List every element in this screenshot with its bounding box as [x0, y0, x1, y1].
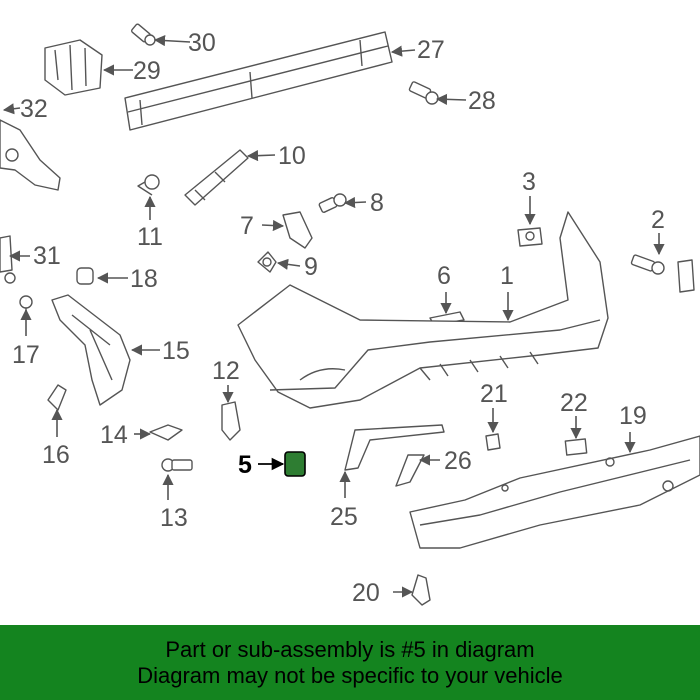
callout-29: 29: [133, 57, 161, 85]
part-14-clip: [149, 424, 183, 441]
callout-13: 13: [160, 504, 188, 532]
part-7-bracket: [282, 211, 313, 249]
callout-2: 2: [651, 206, 665, 234]
part-25-garnish: [344, 424, 445, 471]
part-16-clip: [47, 384, 67, 411]
part-10-retainer: [184, 149, 249, 206]
callout-5: 5: [238, 451, 252, 479]
callout-31: 31: [33, 242, 61, 270]
callout-26: 26: [444, 447, 472, 475]
part-19-diffuser: [409, 435, 700, 549]
part-28-bolt: [408, 81, 439, 105]
part-32-side-bracket: [0, 119, 61, 191]
callout-20: 20: [352, 579, 380, 607]
callout-6: 6: [437, 262, 451, 290]
callout-17: 17: [12, 341, 40, 369]
part-8-bolt: [318, 193, 347, 213]
callout-1: 1: [500, 262, 514, 290]
callout-30: 30: [188, 29, 216, 57]
callout-3: 3: [522, 168, 536, 196]
callout-28: 28: [468, 87, 496, 115]
part-20-clip: [411, 574, 431, 606]
callout-16: 16: [42, 441, 70, 469]
callout-18: 18: [130, 265, 158, 293]
leader-lines: [2, 34, 665, 598]
part-2-screw: [630, 254, 695, 293]
part-9-nut: [257, 251, 277, 273]
part-13-bolt: [161, 458, 193, 472]
part-22-cap: [564, 438, 588, 456]
part-30-bolt: [131, 23, 156, 46]
part-27-reinforcement: [124, 31, 393, 131]
callout-12: 12: [212, 357, 240, 385]
part-12-bracket: [221, 401, 241, 441]
callout-25: 25: [330, 503, 358, 531]
part-15-bracket: [51, 294, 131, 406]
part-1-bumper-cover: [237, 211, 609, 409]
part-5-highlighted: [284, 451, 306, 477]
info-banner: Part or sub-assembly is #5 in diagram Di…: [0, 625, 700, 700]
callout-22: 22: [560, 389, 588, 417]
banner-line-1: Part or sub-assembly is #5 in diagram: [165, 636, 535, 662]
callout-27: 27: [417, 36, 445, 64]
part-31-stay: [0, 235, 16, 284]
callout-19: 19: [619, 402, 647, 430]
part-3-grommet: [517, 227, 543, 247]
parts-diagram: 30 29 27 28 32 10 11 7 8 9 3 2 6 1 31 18…: [0, 23, 700, 607]
callout-11: 11: [137, 223, 163, 251]
callout-14: 14: [100, 421, 128, 449]
callout-7: 7: [240, 212, 254, 240]
callout-21: 21: [480, 380, 508, 408]
part-21-clip: [485, 433, 501, 451]
callout-9: 9: [304, 253, 318, 281]
callout-32: 32: [20, 95, 48, 123]
callout-10: 10: [278, 142, 306, 170]
part-29-bracket: [44, 39, 103, 96]
banner-line-2: Diagram may not be specific to your vehi…: [137, 662, 563, 688]
part-11-screw: [137, 174, 160, 196]
callout-8: 8: [370, 189, 384, 217]
callout-15: 15: [162, 337, 190, 365]
part-26-garnish: [395, 454, 425, 487]
part-18-cap: [76, 267, 94, 285]
